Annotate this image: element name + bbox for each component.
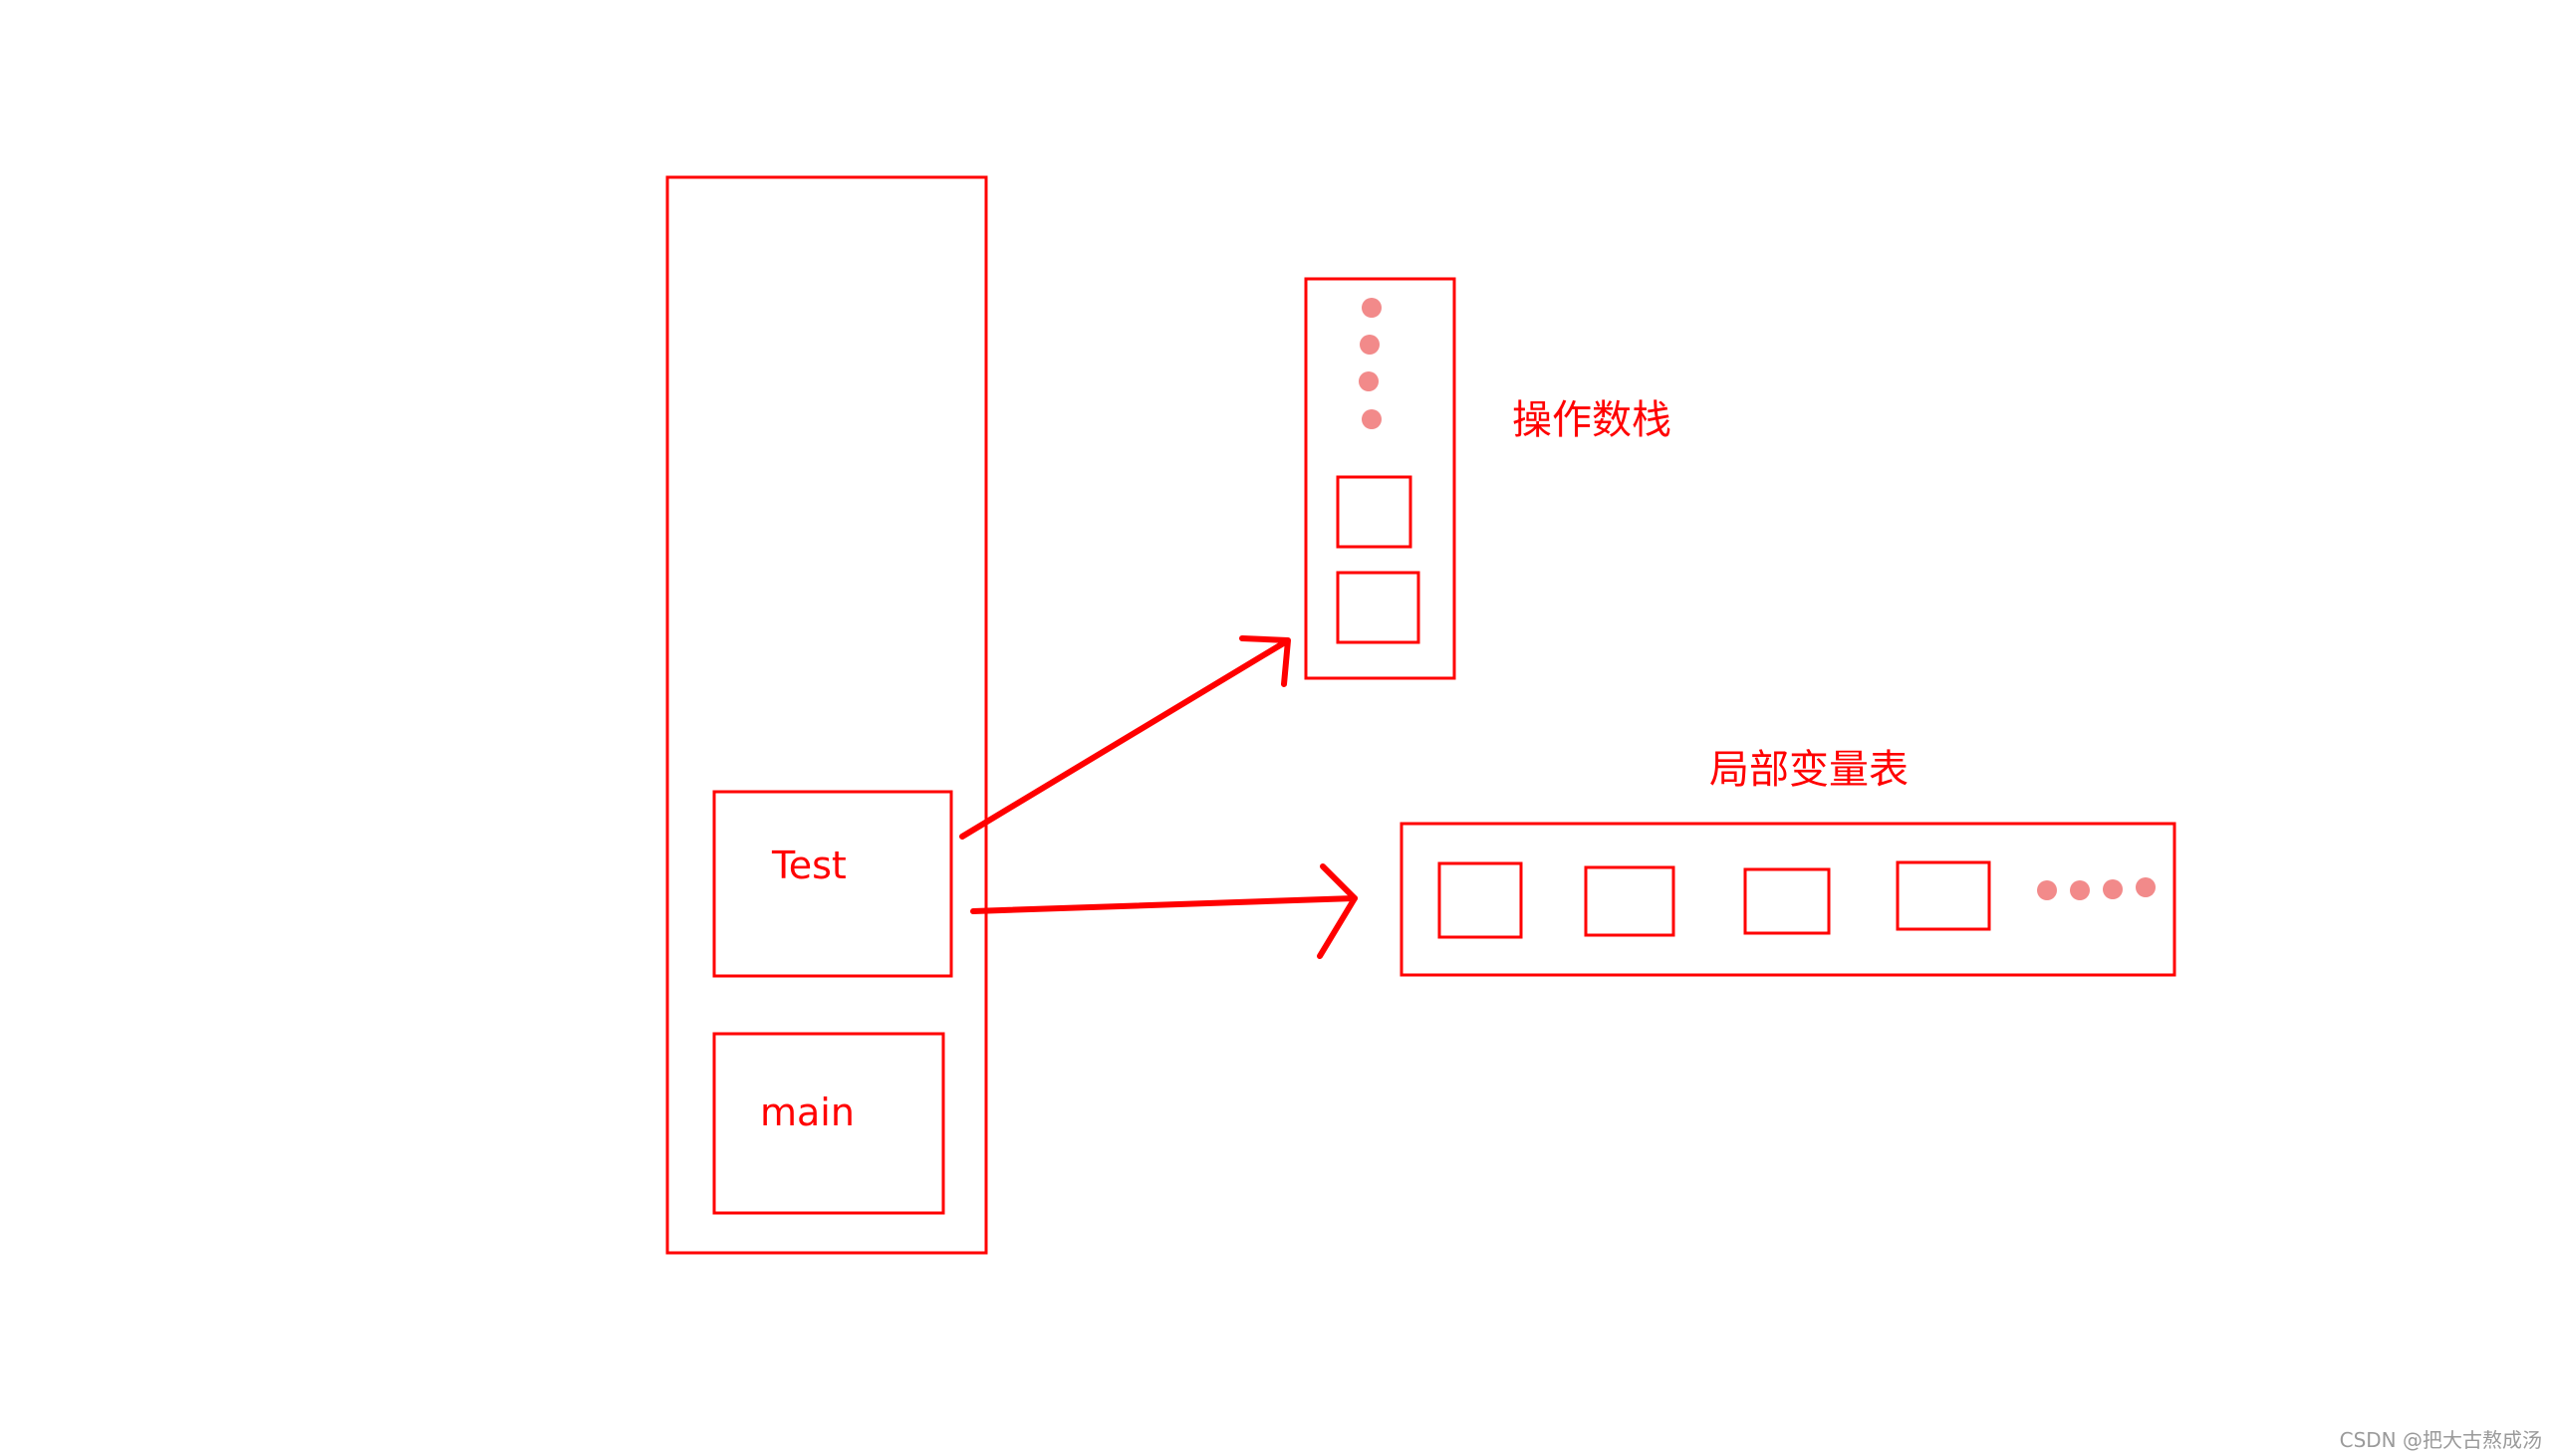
- operand-stack: [1304, 277, 1456, 680]
- operand-stack-slot: [1336, 571, 1420, 644]
- main-frame-label: main: [760, 1091, 855, 1134]
- local-variable-dot: [2037, 880, 2057, 900]
- local-variable-table-box: [1400, 822, 2176, 977]
- main-frame: main: [712, 1032, 945, 1215]
- thread-stack-box: [665, 175, 988, 1255]
- test-frame-box: [712, 790, 953, 978]
- local-variable-table: [1400, 822, 2176, 977]
- local-variable-slot: [1437, 861, 1523, 939]
- local-variable-dot: [2070, 880, 2090, 900]
- operand-stack-dot: [1359, 371, 1379, 391]
- test-frame-label: Test: [771, 844, 847, 887]
- arrow-to-local-variable-table: [970, 863, 1358, 959]
- operand-stack-slot: [1336, 475, 1412, 549]
- test-frame: Test: [712, 790, 953, 978]
- main-frame-box: [712, 1032, 945, 1215]
- local-variable-slot: [1743, 867, 1831, 935]
- operand-stack-label: 操作数栈: [1512, 397, 1671, 443]
- local-variable-dot: [2103, 879, 2123, 899]
- arrow-to-operand-stack: [959, 635, 1291, 840]
- watermark: CSDN @把大古熬成汤: [2340, 1428, 2542, 1452]
- local-variable-slot: [1584, 865, 1675, 937]
- operand-stack-dot: [1362, 409, 1382, 429]
- operand-stack-box: [1304, 277, 1456, 680]
- operand-stack-dot: [1362, 298, 1382, 318]
- local-variable-dot: [2136, 877, 2156, 897]
- operand-stack-dot: [1360, 335, 1380, 355]
- local-variable-slot: [1896, 860, 1991, 931]
- local-variable-table-label: 局部变量表: [1709, 747, 1909, 793]
